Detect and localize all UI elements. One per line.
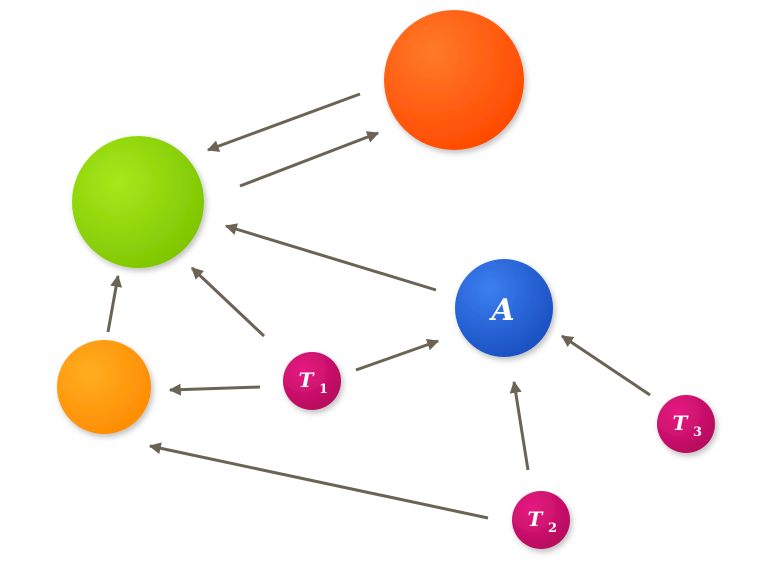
node-t2-label: T xyxy=(528,507,545,531)
t2-node xyxy=(512,491,570,549)
node-t1-subscript: 1 xyxy=(319,382,328,397)
arrow-t3-to-a xyxy=(561,334,651,397)
t1-node xyxy=(283,352,341,410)
node-t2: T 2 xyxy=(512,491,570,549)
node-a: A xyxy=(455,259,553,357)
t3-node xyxy=(657,395,715,453)
node-t1-label: T xyxy=(299,368,316,392)
arrow-t2-to-a xyxy=(509,380,530,471)
arrow-t1-to-green xyxy=(190,266,266,338)
arrow-t1-to-a xyxy=(355,338,440,372)
node-t2-subscript: 2 xyxy=(548,521,557,536)
green-node xyxy=(72,136,204,268)
arrow-a-to-green xyxy=(224,223,437,292)
node-a-label: A xyxy=(488,293,514,328)
arrow-t1-to-orange xyxy=(168,383,261,396)
arrows xyxy=(106,92,651,520)
node-t3-label: T xyxy=(673,411,690,435)
arrow-green-to-orange-red xyxy=(239,131,380,188)
node-t3: T 3 xyxy=(657,395,715,453)
blue-node xyxy=(455,259,553,357)
arrow-t2-to-orange xyxy=(148,442,489,520)
orange-red-node xyxy=(384,10,524,150)
arrow-orange-to-green xyxy=(106,274,123,333)
arrow-orange-red-to-green xyxy=(206,92,361,152)
node-t3-subscript: 3 xyxy=(693,425,702,440)
orange-node xyxy=(57,340,151,434)
node-t1: T 1 xyxy=(283,352,341,410)
